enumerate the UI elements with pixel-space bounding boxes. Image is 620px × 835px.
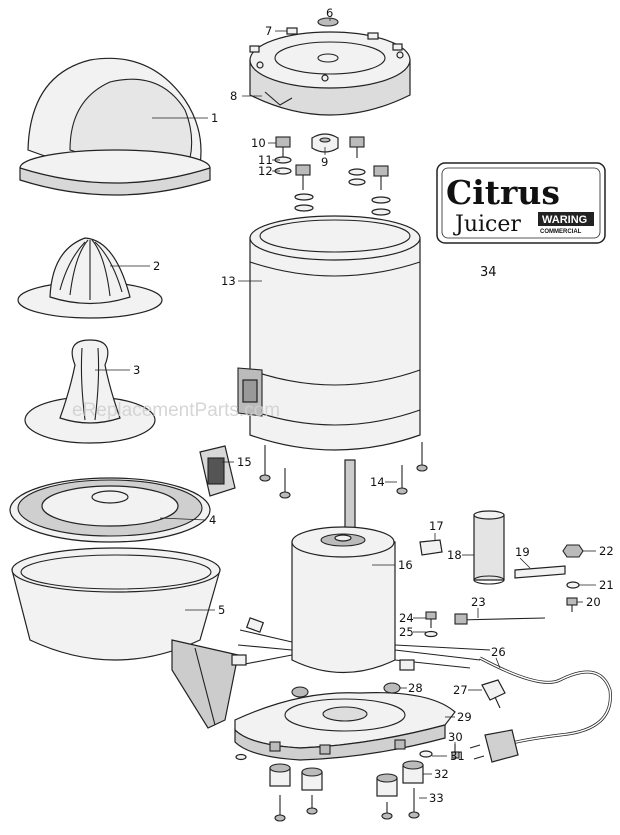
part-strainer [9, 477, 211, 543]
callout-2: 2 [153, 259, 160, 273]
part-dome-cover [19, 57, 211, 196]
callout-21: 21 [599, 578, 614, 592]
callout-12: 12 [258, 164, 273, 178]
part-reamer-stand [24, 339, 156, 444]
callout-5: 5 [218, 603, 225, 617]
part-housing-screws [259, 442, 428, 499]
watermark: eReplacementParts.com [72, 400, 280, 421]
callout-33: 33 [429, 791, 444, 805]
callout-28: 28 [408, 681, 423, 695]
part-power-cord [469, 656, 612, 763]
part-reamer [17, 237, 163, 319]
callout-11: 11 [258, 153, 273, 167]
logo-line1: Citrus [446, 173, 560, 212]
callout-23: 23 [471, 595, 486, 609]
callout-25: 25 [399, 625, 414, 639]
part-screws-upper [274, 133, 391, 216]
callout-4: 4 [209, 513, 216, 527]
citrus-juicer-logo: Citrus Juicer WARING COMMERCIAL [436, 162, 606, 244]
part-top-plate [249, 17, 411, 116]
part-juice-bowl [11, 547, 239, 729]
callout-31: 31 [450, 749, 465, 763]
part-switch [199, 445, 236, 497]
part-base [234, 682, 460, 822]
callout-26: 26 [491, 645, 506, 659]
callout-numbers: 1 2 3 4 5 6 7 8 9 10 11 12 13 14 15 16 1… [133, 6, 614, 805]
callout-20: 20 [586, 595, 601, 609]
callout-27: 27 [453, 683, 468, 697]
part-small-parts [419, 510, 584, 638]
callout-10: 10 [251, 136, 266, 150]
leader-lines [95, 18, 596, 799]
callout-6: 6 [326, 6, 333, 20]
callout-30: 30 [448, 730, 463, 744]
callout-13: 13 [221, 274, 236, 288]
callout-7: 7 [265, 24, 272, 38]
callout-8: 8 [230, 89, 237, 103]
logo-brand-sub: COMMERCIAL [540, 229, 582, 235]
callout-14: 14 [370, 475, 385, 489]
callout-1: 1 [211, 111, 218, 125]
callout-17: 17 [429, 519, 444, 533]
callout-3: 3 [133, 363, 140, 377]
callout-15: 15 [237, 455, 252, 469]
callout-22: 22 [599, 544, 614, 558]
callout-34: 34 [480, 265, 497, 280]
part-motor [231, 459, 491, 673]
part-housing [237, 215, 421, 451]
callout-24: 24 [399, 611, 414, 625]
logo-brand: WARING [542, 214, 587, 226]
logo-line2: Juicer [453, 212, 521, 237]
callout-19: 19 [515, 545, 530, 559]
callout-32: 32 [434, 767, 449, 781]
callout-29: 29 [457, 710, 472, 724]
callout-18: 18 [447, 548, 462, 562]
callout-16: 16 [398, 558, 413, 572]
callout-9: 9 [321, 155, 328, 169]
